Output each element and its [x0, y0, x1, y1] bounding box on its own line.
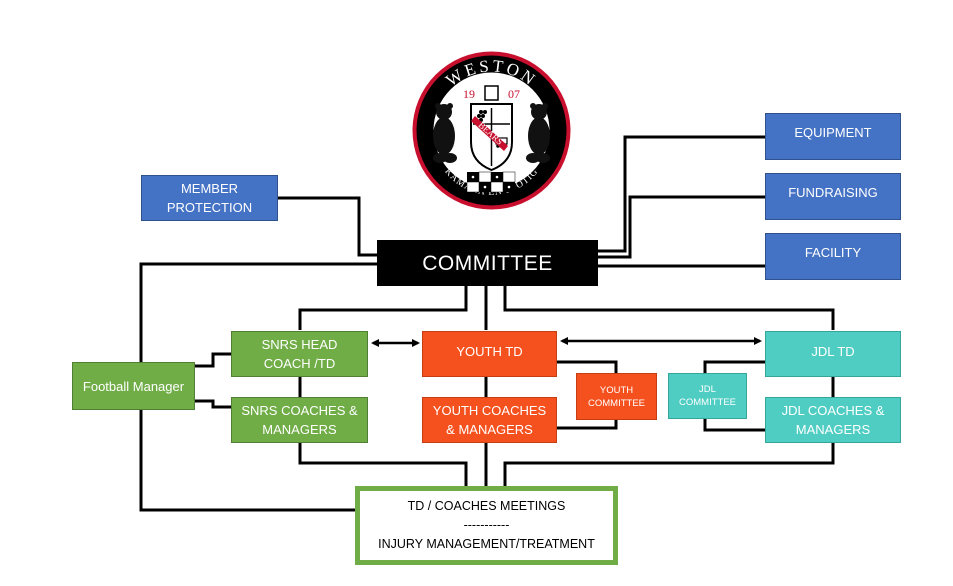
line-youth-coaches-committee	[557, 420, 618, 430]
snrs-head-coach-line-2: COACH /TD	[263, 356, 336, 371]
fundraising-label: FUNDRAISING	[788, 185, 878, 200]
committee-label: COMMITTEE	[422, 251, 553, 275]
line-football-left-down	[139, 410, 355, 512]
line-equipment	[598, 135, 765, 253]
youth-td-label: YOUTH TD	[456, 344, 523, 359]
football-manager-box: Football Manager	[72, 362, 195, 410]
line-committee-left	[139, 262, 377, 366]
line-member-protection	[278, 196, 377, 257]
logo-graphic: WESTON KAMARA EN SPOTIG 19 07 BEARS	[412, 51, 571, 210]
snrs-coaches-line-1: SNRS COACHES &	[241, 403, 358, 418]
line-football-snrs-coaches	[195, 399, 231, 409]
line-youth-td-committee	[557, 360, 618, 373]
facility-box: FACILITY	[765, 233, 901, 280]
youth-coaches-line-1: YOUTH COACHES	[432, 403, 547, 418]
youth-coaches-box: YOUTH COACHES & MANAGERS	[422, 397, 557, 443]
jdl-td-box: JDL TD	[765, 331, 901, 377]
snrs-head-coach-line-1: SNRS HEAD	[261, 337, 338, 352]
committee-box: COMMITTEE	[377, 240, 598, 286]
line-jdl-td-committee	[703, 360, 765, 373]
snrs-coaches-line-2: MANAGERS	[262, 422, 337, 437]
youth-coaches-line-2: & MANAGERS	[446, 422, 533, 437]
line-football-snrs-head	[195, 352, 231, 368]
fundraising-box: FUNDRAISING	[765, 173, 901, 220]
logo-ribbon	[471, 116, 508, 151]
jdl-coaches-line-2: MANAGERS	[795, 422, 871, 437]
logo-year-right: 07	[508, 87, 520, 101]
line-committee-snrs	[298, 286, 468, 330]
line-jdl-coaches-committee	[703, 419, 765, 432]
snrs-head-coach-box: SNRS HEAD COACH /TD	[231, 331, 368, 377]
line-fundraising	[598, 195, 765, 259]
youth-td-box: YOUTH TD	[422, 331, 557, 377]
jdl-coaches-box: JDL COACHES & MANAGERS	[765, 397, 901, 443]
member-protection-box: MEMBER PROTECTION	[141, 175, 278, 221]
youth-committee-line-1: YOUTH	[599, 384, 634, 396]
jdl-coaches-line-1: JDL COACHES &	[781, 403, 885, 418]
meetings-box: TD / COACHES MEETINGS ----------- INJURY…	[355, 486, 618, 565]
member-protection-line-2: PROTECTION	[166, 200, 253, 215]
equipment-box: EQUIPMENT	[765, 113, 901, 160]
youth-committee-line-2: COMMITTEE	[588, 397, 645, 409]
jdl-committee-line-2: COMMITTEE	[679, 397, 736, 408]
logo-year-left: 19	[463, 87, 475, 101]
line-jdl-meetings	[503, 443, 835, 486]
meetings-line-1: TD / COACHES MEETINGS	[407, 499, 566, 513]
club-logo: WESTON KAMARA EN SPOTIG 19 07 BEARS	[411, 50, 572, 211]
bear-icon	[526, 103, 550, 163]
jdl-committee-line-1: JDL	[699, 384, 716, 395]
meetings-line-2: INJURY MANAGEMENT/TREATMENT	[378, 537, 595, 551]
meetings-divider: -----------	[463, 518, 510, 532]
jdl-committee-box: JDL COMMITTEE	[668, 373, 747, 419]
snrs-coaches-box: SNRS COACHES & MANAGERS	[231, 397, 368, 443]
equipment-label: EQUIPMENT	[794, 125, 872, 140]
jdl-td-label: JDL TD	[811, 344, 855, 359]
facility-label: FACILITY	[804, 245, 862, 260]
member-protection-line-1: MEMBER	[180, 181, 239, 196]
youth-committee-box: YOUTH COMMITTEE	[576, 373, 657, 420]
line-snrs-meetings	[298, 443, 468, 486]
star-icon	[471, 175, 511, 189]
bear-icon	[433, 103, 457, 163]
football-manager-label: Football Manager	[82, 378, 185, 394]
line-committee-jdl	[503, 286, 835, 330]
